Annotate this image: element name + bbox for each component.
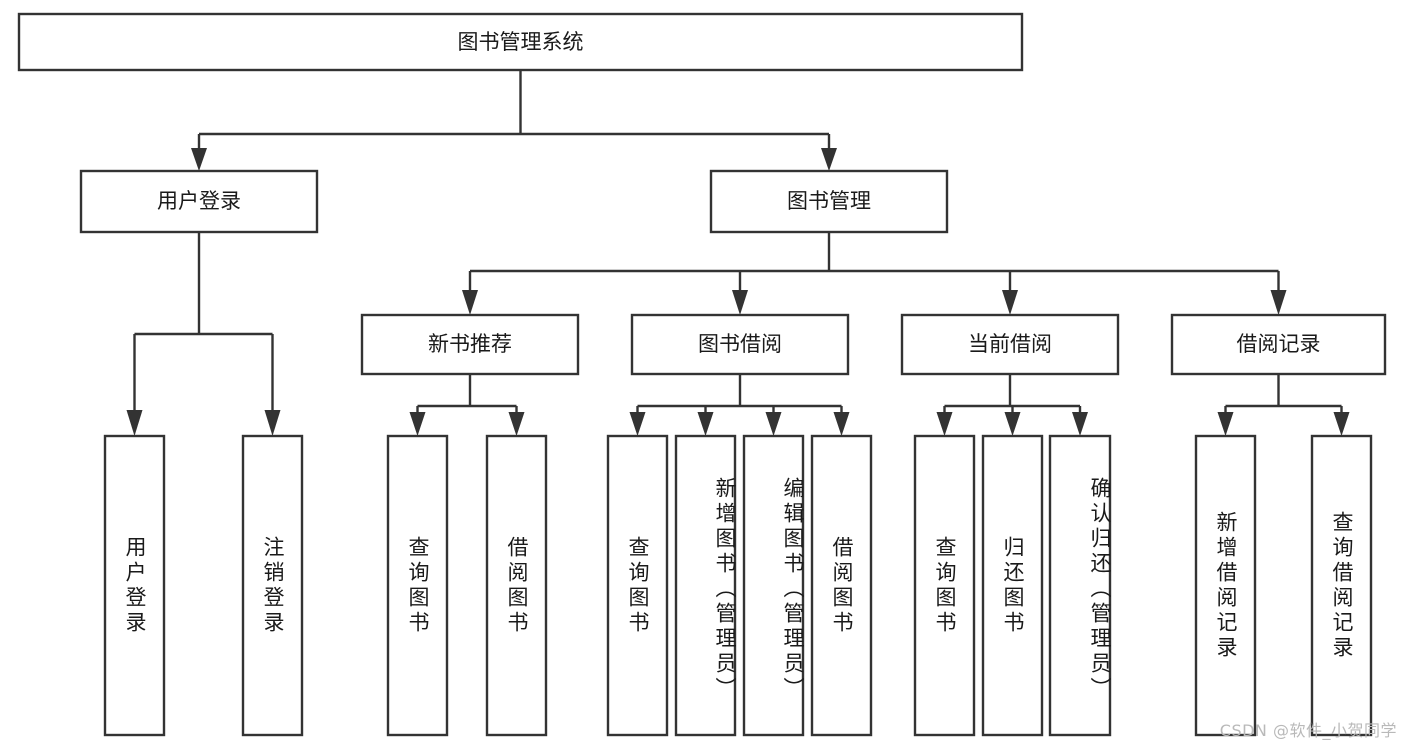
node-book-borrow[interactable]: 图书借阅 (630, 313, 850, 376)
arrow-head-leaf-return-book (1004, 412, 1021, 436)
node-book-borrow-label: 图书借阅 (698, 332, 782, 356)
node-book-borrow-box[interactable] (630, 313, 850, 376)
arrow-head-leaf-query-record (1333, 412, 1350, 436)
leaf-box-group (103, 434, 1373, 737)
leaf-box-query-book-borrow[interactable] (606, 434, 669, 737)
connector-group-root (191, 70, 837, 171)
arrow-head-leaf-borrow-book-1 (508, 412, 525, 436)
connector-group-current-borrow (936, 374, 1088, 436)
node-root-system[interactable]: 图书管理系统 (17, 12, 1024, 72)
leaf-box-borrow-book[interactable] (810, 434, 873, 737)
leaf-box-user-login[interactable] (103, 434, 166, 737)
node-user-login-box[interactable] (79, 169, 319, 234)
node-book-management-box[interactable] (709, 169, 949, 234)
arrow-head-leaf-confirm-return (1072, 412, 1088, 436)
arrow-head-borrow-record (1270, 290, 1287, 315)
node-borrow-record-label: 借阅记录 (1237, 332, 1321, 356)
leaf-box-edit-book-admin[interactable] (742, 434, 805, 737)
node-book-management[interactable]: 图书管理 (709, 169, 949, 234)
arrow-head-current-borrow (1002, 290, 1018, 315)
arrow-head-user-login (191, 148, 207, 171)
arrow-head-leaf-add-record (1217, 412, 1234, 436)
arrow-head-book-borrow (732, 290, 748, 315)
leaf-box-add-book-admin[interactable] (674, 434, 737, 737)
leaf-box-borrow-book-rec[interactable] (485, 434, 548, 737)
leaf-box-logout[interactable] (241, 434, 304, 737)
csdn-watermark: CSDN @软件_小贺同学 (1219, 721, 1397, 740)
arrow-head-leaf-logout (264, 410, 281, 436)
arrow-head-book-mgmt (821, 148, 837, 171)
node-root-system-label: 图书管理系统 (458, 30, 584, 54)
node-user-login[interactable]: 用户登录 (79, 169, 319, 234)
node-root-system-box[interactable] (17, 12, 1024, 72)
leaf-box-query-book-rec[interactable] (386, 434, 449, 737)
node-current-borrow-box[interactable] (900, 313, 1120, 376)
arrow-head-leaf-query-book-2 (629, 412, 646, 436)
node-current-borrow[interactable]: 当前借阅 (900, 313, 1120, 376)
arrow-head-leaf-edit-book (765, 412, 782, 436)
connector-group-book-mgmt (462, 232, 1287, 315)
arrow-head-leaf-borrow-book-2 (833, 412, 850, 436)
node-borrow-record-box[interactable] (1170, 313, 1387, 376)
arrow-head-leaf-add-book (697, 412, 714, 436)
leaf-box-query-book-current[interactable] (913, 434, 976, 737)
arrow-head-leaf-query-book-1 (409, 412, 426, 436)
node-new-book-recommend[interactable]: 新书推荐 (360, 313, 580, 376)
arrow-head-new-book-rec (462, 290, 478, 315)
leaf-box-add-borrow-record[interactable] (1194, 434, 1257, 737)
connector-group-borrow-record (1217, 374, 1350, 436)
node-user-login-label: 用户登录 (157, 189, 241, 213)
node-current-borrow-label: 当前借阅 (968, 332, 1052, 356)
node-new-book-recommend-box[interactable] (360, 313, 580, 376)
leaf-box-query-borrow-record[interactable] (1310, 434, 1373, 737)
leaf-box-return-book[interactable] (981, 434, 1044, 737)
connector-group-book-borrow (629, 374, 850, 436)
node-book-management-label: 图书管理 (787, 189, 871, 213)
connector-group-user-login (126, 232, 281, 436)
node-new-book-recommend-label: 新书推荐 (428, 332, 512, 356)
connector-group-new-book-rec (409, 374, 525, 436)
arrow-head-leaf-query-book-3 (936, 412, 953, 436)
leaf-box-confirm-return-admin[interactable] (1048, 434, 1112, 737)
node-borrow-record[interactable]: 借阅记录 (1170, 313, 1387, 376)
arrow-head-leaf-user-login (126, 410, 143, 436)
